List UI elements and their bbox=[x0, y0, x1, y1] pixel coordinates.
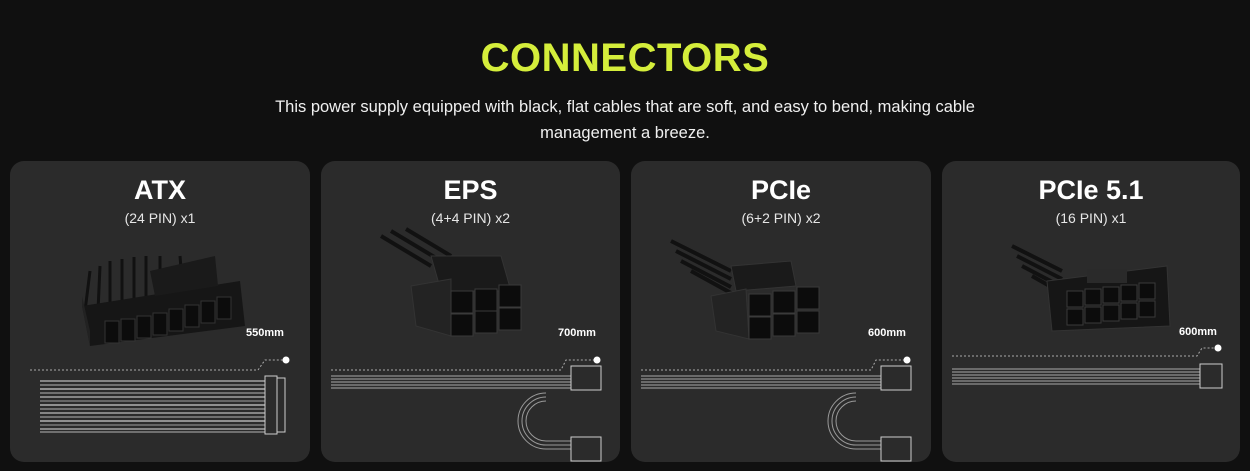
connector-card-atx: ATX (24 PIN) x1 550mm bbox=[10, 161, 310, 462]
connector-name: PCIe bbox=[750, 175, 812, 205]
cable-length: 700mm bbox=[558, 327, 596, 339]
eps-connector-illustration bbox=[331, 227, 602, 462]
connector-card-pcie: PCIe (6+2 PIN) x2 600mm bbox=[631, 161, 931, 462]
atx-connector-illustration bbox=[30, 255, 290, 435]
connector-pins: (24 PIN) x1 bbox=[124, 210, 196, 226]
connector-card-eps: EPS (4+4 PIN) x2 700mm bbox=[321, 161, 620, 462]
connector-pins: (16 PIN) x1 bbox=[1055, 210, 1127, 226]
cable-length: 600mm bbox=[1179, 326, 1217, 338]
cable-length: 550mm bbox=[246, 327, 284, 339]
cable-length: 600mm bbox=[868, 327, 906, 339]
section-title: CONNECTORS bbox=[480, 36, 770, 80]
connector-pins: (4+4 PIN) x2 bbox=[431, 210, 510, 226]
pcie-connector-illustration bbox=[641, 239, 912, 462]
connector-pins: (6+2 PIN) x2 bbox=[741, 210, 821, 226]
pcie-5-1-connector-illustration bbox=[952, 244, 1223, 389]
connector-name: EPS bbox=[443, 175, 498, 205]
connector-card-pcie-5-1: PCIe 5.1 (16 PIN) x1 600mm bbox=[942, 161, 1240, 462]
section-description: This power supply equipped with black, f… bbox=[275, 98, 975, 142]
connector-name: ATX bbox=[134, 175, 186, 205]
connector-name: PCIe 5.1 bbox=[1038, 175, 1144, 205]
